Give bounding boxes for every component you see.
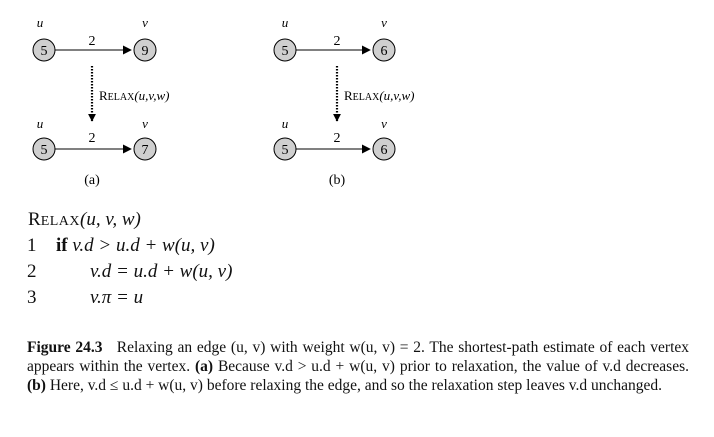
caption-part-a-text: Because v.d > u.d + w(u, v) prior to rel… [217,358,689,375]
panel-label: (b) [329,173,346,188]
code-line: 2 v.d = u.d + w(u, v) [0,260,400,284]
procedure-name-initial: R [28,209,41,230]
line-number: 2 [27,261,37,282]
caption-part-b-text: Here, v.d ≤ u.d + w(u, v) before relaxin… [49,377,663,394]
vertex-v-node [372,38,396,62]
vertex-u-value: 5 [282,44,289,59]
vertex-u-label: u [37,116,44,131]
panel-label: (a) [84,173,100,188]
caption-part-a-label: (a) [194,358,214,375]
vertex-v-node [372,137,396,161]
relaxation-diagram: u v 5 2 9 RELAX(u,v,w) u v 5 2 7 (a) u v… [32,15,414,188]
code-statement: v.d > u.d + w(u, v) [72,235,215,256]
vertex-u-value: 5 [41,44,48,59]
vertex-v-value: 6 [381,44,388,59]
vertex-v-node [133,38,157,62]
edge-weight: 2 [334,34,341,49]
panel-b: u v 5 2 6 RELAX(u,v,w) u v 5 2 6 (b) [273,15,414,188]
edge-weight: 2 [89,131,96,146]
vertex-v-label: v [142,116,148,131]
vertex-v-value: 7 [142,143,149,158]
figure-label: Figure 24.3 [27,339,103,356]
figure-caption: Figure 24.3 Relaxing an edge (u, v) with… [27,338,689,395]
relax-label: RELAX(u,v,w) [344,88,414,103]
line-number: 1 [27,235,37,256]
procedure-title: RELAX(u, v, w) [28,208,141,234]
code-line: 1 if v.d > u.d + w(u, v) [0,234,400,258]
line-number: 3 [27,287,37,308]
panel-a: u v 5 2 9 RELAX(u,v,w) u v 5 2 7 (a) [32,15,169,188]
caption-part-b-label: (b) [27,377,46,394]
vertex-v-node [133,137,157,161]
vertex-u-label: u [37,15,44,30]
code-statement: v.π = u [90,287,144,308]
vertex-u-label: u [282,15,289,30]
caption-text: Relaxing an edge (u, v) with weight w(u,… [27,339,690,375]
vertex-v-value: 9 [142,44,149,59]
vertex-v-value: 6 [381,143,388,158]
edge-weight: 2 [334,131,341,146]
vertex-v-label: v [142,15,148,30]
edge-weight: 2 [89,34,96,49]
procedure-name-rest: ELAX [40,214,81,229]
vertex-u-value: 5 [41,143,48,158]
vertex-v-label: v [381,116,387,131]
vertex-u-value: 5 [282,143,289,158]
vertex-v-label: v [381,15,387,30]
relax-label: RELAX(u,v,w) [99,88,169,103]
keyword-if: if [56,235,68,256]
procedure-args: (u, v, w) [80,209,141,230]
code-line: 3 v.π = u [0,286,400,310]
code-statement: v.d = u.d + w(u, v) [90,261,233,282]
vertex-u-label: u [282,116,289,131]
